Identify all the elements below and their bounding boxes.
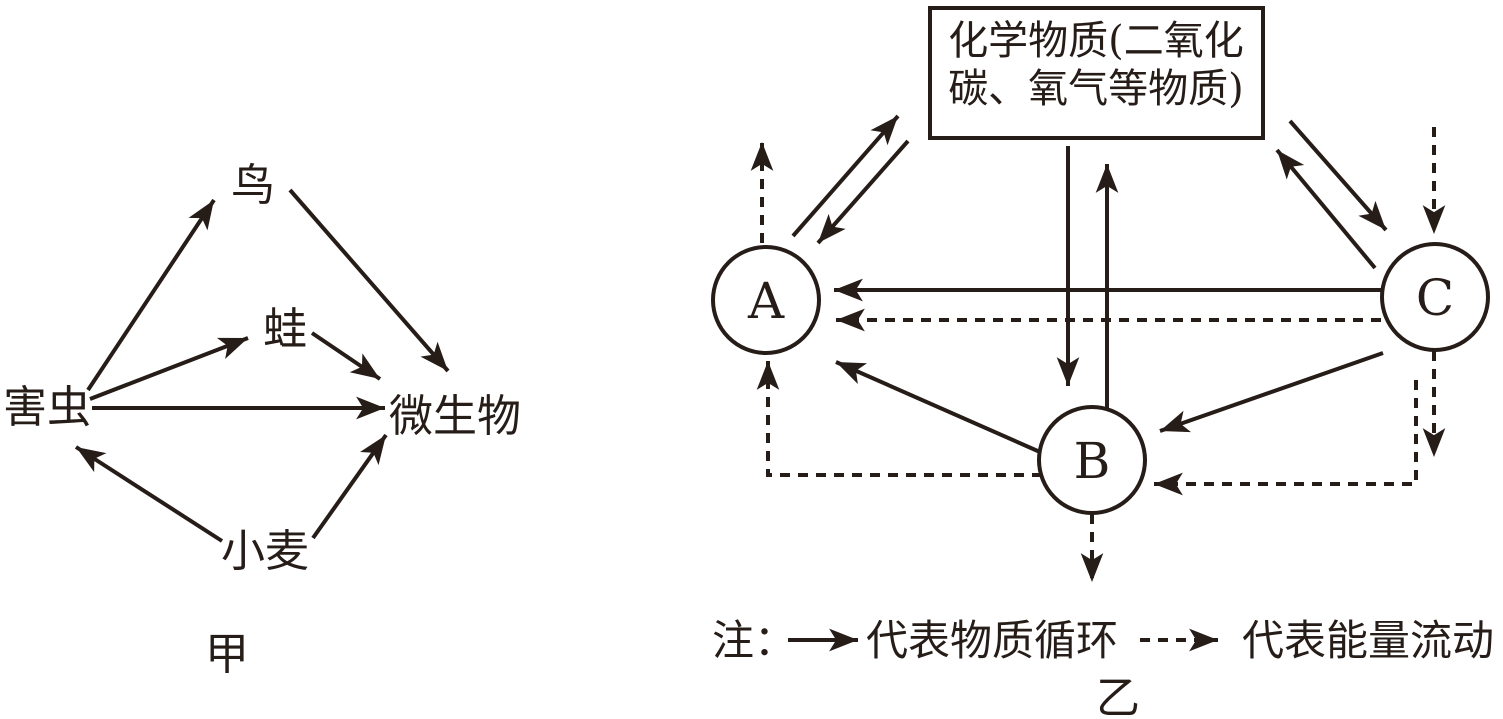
chemical-box xyxy=(928,6,1265,140)
node-pest-label: 害虫 xyxy=(3,382,91,433)
chemical-box-line2: 碳、氧气等物质) xyxy=(948,66,1244,112)
arrow-wheat-to-pest xyxy=(74,445,224,543)
arrow-b-to-a-dashed xyxy=(756,360,1042,477)
left-diagram-caption: 甲 xyxy=(205,629,249,680)
arrow-b-to-a-solid xyxy=(835,360,1041,454)
arrow-c-to-b-dashed xyxy=(1153,380,1418,496)
ecosystem-diagram: 化学物质(二氧化 碳、氧气等物质) A B xyxy=(711,6,1490,583)
arrow-bird-to-microbe xyxy=(288,188,450,373)
arrow-c-to-box xyxy=(1275,148,1377,270)
food-web-diagram: 害虫 鸟 蛙 微生物 小麦 甲 xyxy=(3,160,521,680)
arrow-wheat-to-microbe xyxy=(311,433,388,540)
arrow-box-to-c xyxy=(1288,119,1388,232)
arrow-pest-to-bird xyxy=(86,198,216,392)
chemical-box-line1: 化学物质(二氧化 xyxy=(948,18,1244,64)
node-microbe-label: 微生物 xyxy=(389,391,521,442)
right-diagram-caption: 乙 xyxy=(1096,673,1140,719)
legend-note-prefix: 注： xyxy=(712,616,796,665)
node-wheat-label: 小麦 xyxy=(221,526,309,577)
arrow-box-to-a xyxy=(816,139,910,245)
arrow-pest-to-frog xyxy=(89,336,249,401)
node-bird-label: 鸟 xyxy=(231,160,275,211)
node-b-label: B xyxy=(1074,432,1111,490)
node-b-circle xyxy=(1037,405,1147,515)
arrow-frog-to-microbe xyxy=(310,331,382,381)
legend-solid-meaning: 代表物质循环 xyxy=(866,616,1118,665)
node-c-label: C xyxy=(1416,269,1454,327)
arrow-c-to-b-solid xyxy=(1159,351,1384,433)
legend-dashed-meaning: 代表能量流动 xyxy=(1242,616,1494,665)
node-a-circle xyxy=(711,245,821,355)
arrow-a-to-box xyxy=(791,114,900,238)
node-c-circle xyxy=(1380,242,1490,352)
legend: 注： 代表物质循环 代表能量流动 乙 xyxy=(712,616,1494,719)
node-frog-label: 蛙 xyxy=(263,304,307,355)
node-a-label: A xyxy=(747,272,785,330)
